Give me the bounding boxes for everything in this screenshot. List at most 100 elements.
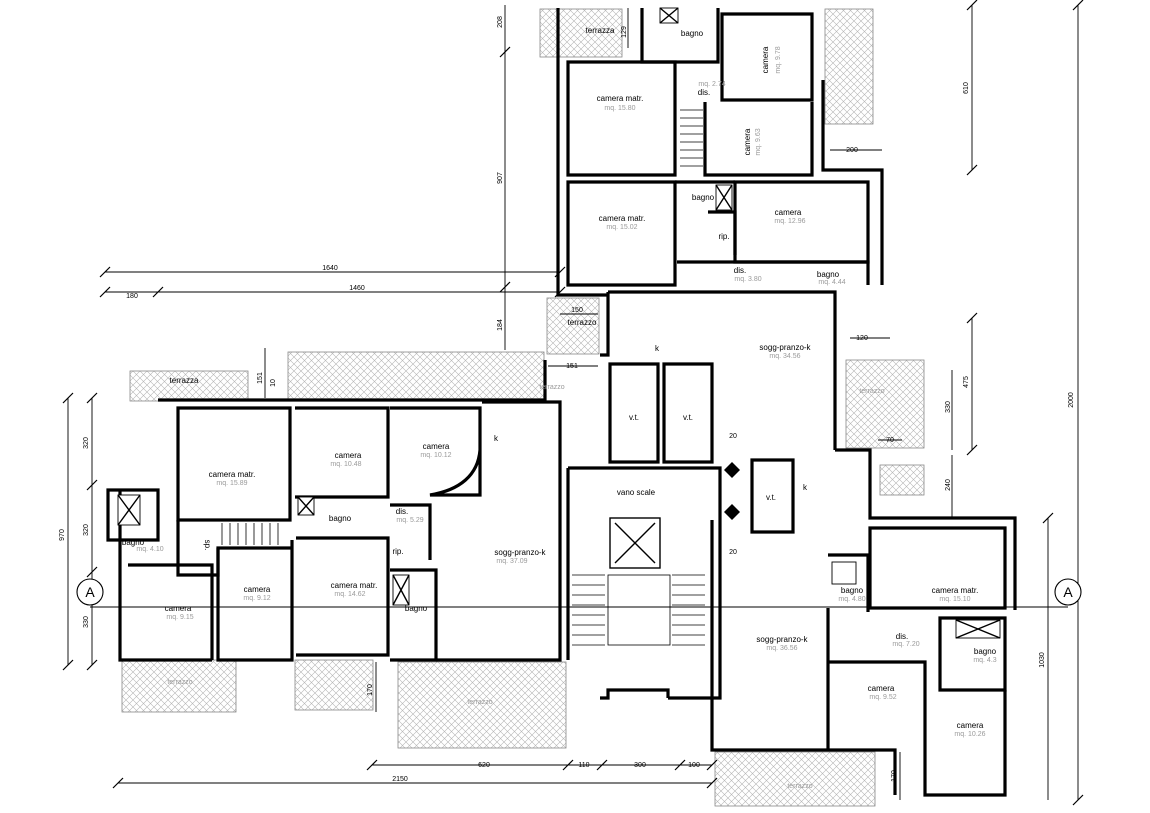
walls: [106, 8, 1017, 797]
label-bagno-r2: bagno: [974, 647, 997, 656]
area-dis-r: mq. 7.20: [892, 641, 919, 648]
area-camera-matr-r: mq. 15.10: [939, 596, 970, 603]
label-sp-left: sp.: [203, 540, 212, 551]
area-camera-matr-bl: mq. 14.62: [334, 591, 365, 598]
dim-1640: 1640: [322, 265, 338, 272]
label-bagno-bl: bagno: [405, 604, 428, 613]
area-camera-matr-top: mq. 15.80: [604, 105, 635, 112]
area-dis-mid: mq. 3.80: [734, 276, 761, 283]
section-label-left: A: [85, 584, 95, 600]
dim-150: 150: [571, 307, 583, 314]
terrace-top-right: [824, 8, 874, 125]
label-vt2: v.t.: [683, 413, 693, 422]
area-sogg-left: mq. 37.09: [496, 558, 527, 565]
label-dis-left: dis.: [396, 507, 408, 516]
area-camera-matr-mid: mq. 15.02: [606, 224, 637, 231]
dim-151b: 151: [257, 372, 264, 384]
label-dis-top: dis.: [698, 88, 710, 97]
area-camera-r1: mq. 9.52: [869, 694, 896, 701]
area-camera-left2: mq. 10.48: [330, 461, 361, 468]
dimension-lines: 208 907 184 129 1640 180 1460 150 151 61…: [59, 0, 1084, 806]
terraces: [121, 8, 925, 807]
label-dis-mid: dis.: [734, 266, 746, 275]
dim-184: 184: [497, 319, 504, 331]
area-camera-left3: mq. 10.12: [420, 452, 451, 459]
dim-1030: 1030: [1039, 652, 1046, 668]
dim-330: 330: [945, 401, 952, 413]
area-sogg-right: mq. 36.56: [766, 645, 797, 652]
label-camera-matr-bl: camera matr.: [331, 581, 378, 590]
label-k-top: k: [655, 344, 660, 353]
dim-200: 200: [846, 147, 858, 154]
dim-475: 475: [963, 376, 970, 388]
label-camera-r1: camera: [868, 684, 895, 693]
terrace-small-center: [546, 297, 600, 355]
label-vano-scale: vano scale: [617, 488, 656, 497]
label-k-left: k: [494, 434, 499, 443]
dim-1460: 1460: [349, 285, 365, 292]
label-sogg-right: sogg-pranzo-k: [756, 635, 808, 644]
dim-100: 100: [688, 762, 700, 769]
level-arrow-1: [724, 462, 740, 478]
label-dis-r: dis.: [896, 632, 908, 641]
label-terrazzo-bl: terrazzo: [167, 679, 192, 686]
area-dis-left: mq. 5.29: [396, 517, 423, 524]
label-rip-left: rip.: [392, 547, 403, 556]
area-camera-r2: mq. 10.26: [954, 731, 985, 738]
area-camera-matr-left: mq. 15.89: [216, 480, 247, 487]
dim-208: 208: [497, 16, 504, 28]
dim-2000: 2000: [1068, 392, 1075, 408]
label-camera-mid: camera: [743, 128, 752, 155]
label-camera-r2: camera: [957, 721, 984, 730]
label-terrazza-left: terrazza: [170, 376, 199, 385]
label-camera-left3: camera: [423, 442, 450, 451]
label-camera-matr-top: camera matr.: [597, 94, 644, 103]
fixtures: [117, 7, 1001, 639]
level-20-top: 20: [729, 433, 737, 440]
dim-70: 70: [886, 437, 894, 444]
area-camera-bl: mq. 9.15: [166, 614, 193, 621]
dim-907: 907: [497, 172, 504, 184]
label-terrazzo-br: terrazzo: [787, 783, 812, 790]
terrace-bottom-center: [397, 661, 567, 749]
terrace-bottom-left2: [294, 659, 374, 711]
section-label-right: A: [1063, 584, 1073, 600]
label-terrazzo-bc: terrazzo: [467, 699, 492, 706]
dim-320a: 320: [83, 437, 90, 449]
area-dis-top: mq. 2.74: [698, 81, 725, 88]
dim-129: 129: [621, 26, 628, 38]
dim-320b: 320: [83, 524, 90, 536]
area-bagno-left: mq. 4.10: [136, 546, 163, 553]
label-camera-matr-left: camera matr.: [209, 470, 256, 479]
label-bagno-r: bagno: [841, 586, 864, 595]
terrace-bottom-right: [714, 751, 876, 807]
label-bagno-left2: bagno: [329, 514, 352, 523]
label-camera-bl2: camera: [244, 585, 271, 594]
elevator: [609, 517, 661, 569]
area-bagno-mid2: mq. 4.44: [818, 279, 845, 286]
label-vt3: v.t.: [766, 493, 776, 502]
label-camera-tr: camera: [761, 46, 770, 73]
label-k-right: k: [803, 483, 808, 492]
level-markers: 20 20: [724, 433, 740, 556]
label-bagno-mid2: bagno: [817, 270, 840, 279]
label-vt1: v.t.: [629, 413, 639, 422]
label-terrazza-top: terrazza: [586, 26, 615, 35]
dim-110: 110: [578, 762, 589, 769]
dim-170b: 170: [891, 770, 898, 782]
terrace-center-top: [287, 351, 545, 400]
area-bagno-r2: mq. 4.3: [973, 657, 996, 664]
label-sogg-left: sogg-pranzo-k: [494, 548, 546, 557]
area-sogg-top: mq. 34.56: [769, 353, 800, 360]
dim-151: 151: [566, 363, 578, 370]
terrace-right-small: [879, 464, 925, 496]
label-bagno-mid: bagno: [692, 193, 715, 202]
label-terrazzo-left-small: terrazzo: [539, 384, 564, 391]
dim-610: 610: [963, 82, 970, 94]
label-rip-mid: rip.: [718, 232, 729, 241]
area-camera-mid: mq. 9.63: [755, 128, 762, 155]
dim-970: 970: [59, 529, 66, 541]
terrace-bottom-left: [121, 659, 237, 713]
level-arrow-2: [724, 504, 740, 520]
